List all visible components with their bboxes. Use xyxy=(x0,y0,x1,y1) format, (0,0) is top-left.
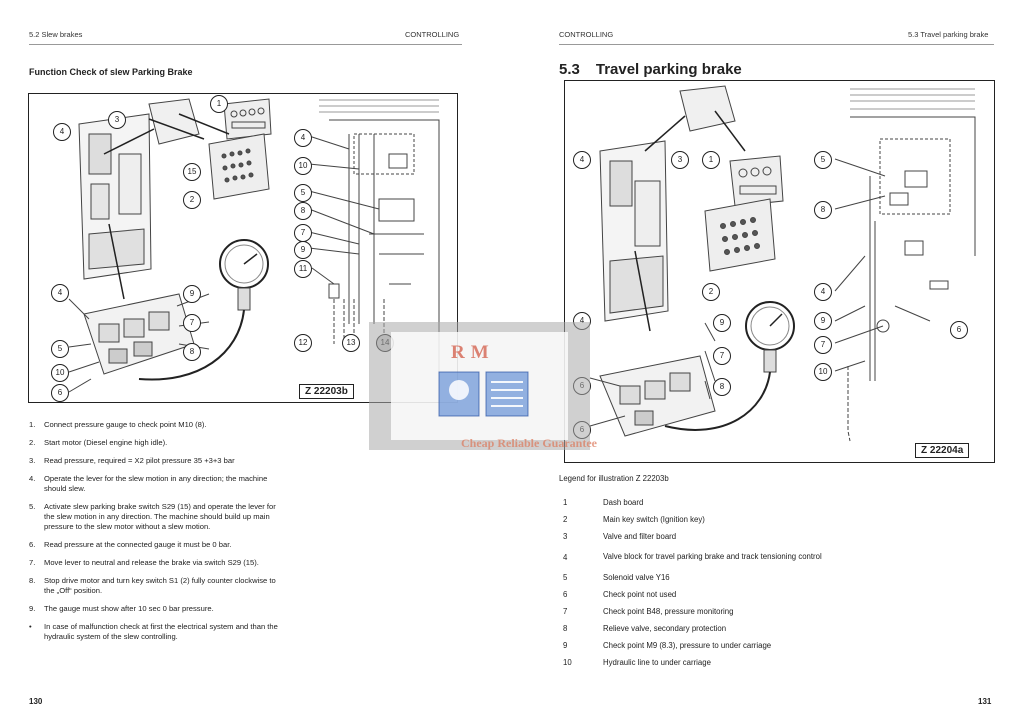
right-header-chapter: CONTROLLING xyxy=(559,30,614,39)
step-item: 2.Start motor (Diesel engine high idle). xyxy=(29,438,168,447)
step-item: 8.Stop drive motor and turn key switch S… xyxy=(29,576,276,595)
callout-4-block: 4 xyxy=(51,284,69,302)
r-callout-1: 1 xyxy=(702,151,720,169)
step-item: 9.The gauge must show after 10 sec 0 bar… xyxy=(29,604,214,613)
callout-15: 15 xyxy=(183,163,201,181)
left-header-chapter: CONTROLLING xyxy=(405,30,460,39)
r-callout-9-schem: 9 xyxy=(814,312,832,330)
r-callout-4-top: 4 xyxy=(573,151,591,169)
right-header-section: 5.3 Travel parking brake xyxy=(908,30,989,39)
r-callout-8-schem: 8 xyxy=(814,201,832,219)
left-header-rule xyxy=(29,44,462,45)
left-figure-label: Z 22203b xyxy=(299,384,354,399)
callout-10-block: 10 xyxy=(51,364,69,382)
watermark: RM Cheap Reliable Guarantee xyxy=(369,322,597,450)
r-callout-9-block: 9 xyxy=(713,314,731,332)
callout-2: 2 xyxy=(183,191,201,209)
callout-5-schem: 5 xyxy=(294,184,312,202)
callout-13: 13 xyxy=(342,334,360,352)
step-bullet: •In case of malfunction check at first t… xyxy=(29,622,278,641)
callout-10-schem: 10 xyxy=(294,157,312,175)
step-item: 1.Connect pressure gauge to check point … xyxy=(29,420,207,429)
watermark-panel: RM Cheap Reliable Guarantee xyxy=(391,332,597,450)
left-subtitle: Function Check of slew Parking Brake xyxy=(29,67,193,77)
step-item: 6.Read pressure at the connected gauge i… xyxy=(29,540,232,549)
watermark-letters: RM xyxy=(451,342,495,363)
r-callout-4-schem: 4 xyxy=(814,283,832,301)
callout-8-schem: 8 xyxy=(294,202,312,220)
check-steps-list: 1.Connect pressure gauge to check point … xyxy=(29,420,279,650)
right-page-number: 131 xyxy=(978,697,992,706)
right-header-rule xyxy=(559,44,994,45)
right-figure: 1 3 4 2 5 8 4 9 7 10 6 4 9 7 8 6 6 Z 222… xyxy=(564,80,995,463)
callout-6-block: 6 xyxy=(51,384,69,402)
left-page-number: 130 xyxy=(29,697,43,706)
r-callout-2: 2 xyxy=(702,283,720,301)
step-item: 3.Read pressure, required = X2 pilot pre… xyxy=(29,456,235,465)
r-callout-5: 5 xyxy=(814,151,832,169)
callout-9-schem: 9 xyxy=(294,241,312,259)
callout-12: 12 xyxy=(294,334,312,352)
callout-1: 1 xyxy=(210,95,228,113)
step-item: 5.Activate slew parking brake switch S29… xyxy=(29,502,276,531)
r-callout-10-schem: 10 xyxy=(814,363,832,381)
callout-3: 3 xyxy=(108,111,126,129)
right-figure-label: Z 22204a xyxy=(915,443,970,458)
watermark-logo-icon xyxy=(438,371,529,417)
r-callout-7-schem: 7 xyxy=(814,336,832,354)
step-item: 4.Operate the lever for the slew motion … xyxy=(29,474,268,493)
watermark-tagline: Cheap Reliable Guarantee xyxy=(461,436,597,450)
callout-4-top: 4 xyxy=(53,123,71,141)
r-callout-8-block: 8 xyxy=(713,378,731,396)
r-callout-3: 3 xyxy=(671,151,689,169)
callout-9-block: 9 xyxy=(183,285,201,303)
callout-7-schem: 7 xyxy=(294,224,312,242)
callout-5-block: 5 xyxy=(51,340,69,358)
travel-brake-illustration xyxy=(589,85,976,442)
callout-4-schem: 4 xyxy=(294,129,312,147)
legend-title: Legend for illustration Z 22203b xyxy=(559,474,669,483)
callout-11: 11 xyxy=(294,260,312,278)
left-header-section: 5.2 Slew brakes xyxy=(29,30,83,39)
callout-7-block: 7 xyxy=(183,314,201,332)
slew-brake-illustration xyxy=(68,98,440,393)
r-callout-6-schem: 6 xyxy=(950,321,968,339)
callout-8-block: 8 xyxy=(183,343,201,361)
r-callout-7-block: 7 xyxy=(713,347,731,365)
step-item: 7.Move lever to neutral and release the … xyxy=(29,558,259,567)
